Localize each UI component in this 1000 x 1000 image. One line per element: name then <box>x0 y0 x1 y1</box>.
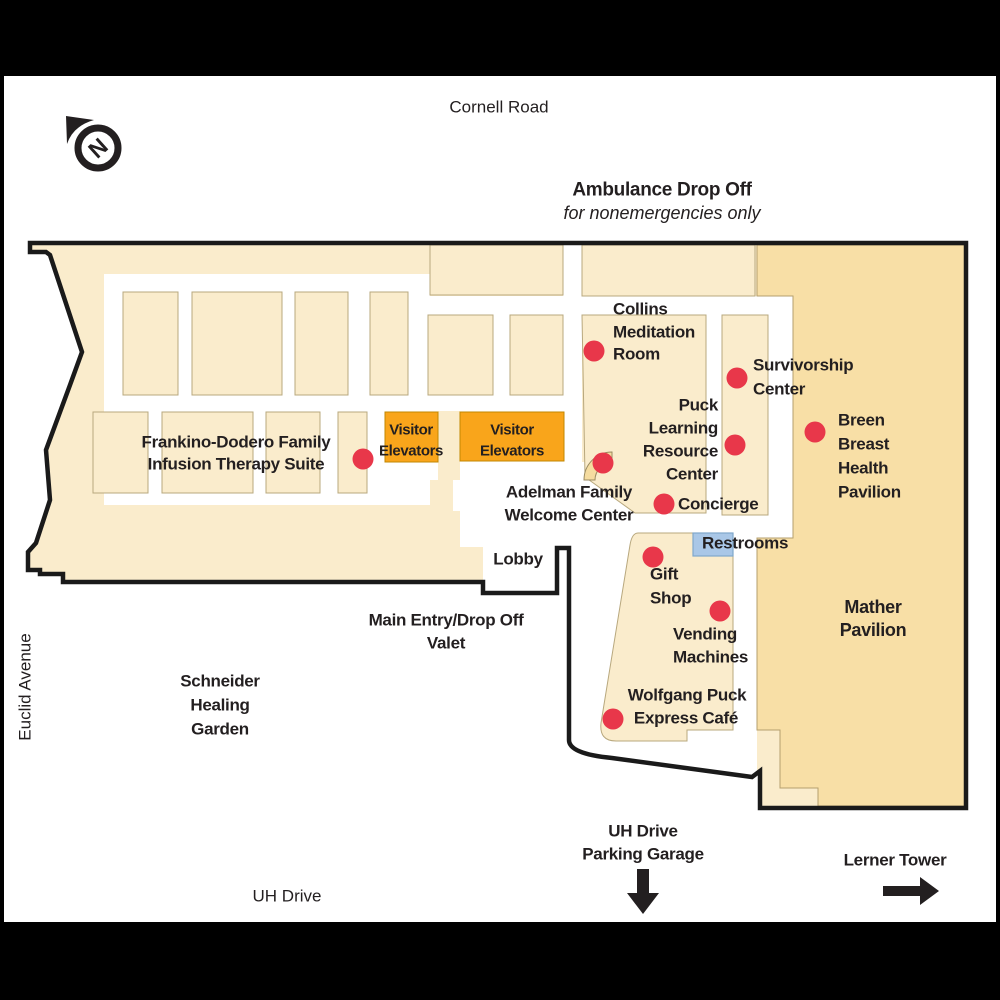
building-outline <box>25 240 969 811</box>
visitor-elevators-1-label: Elevators <box>379 442 443 460</box>
frankino-label: Frankino-Dodero Family <box>141 432 331 452</box>
visitor-elevators-2-label: Visitor <box>490 421 534 439</box>
puck-learning-label: Resource <box>642 441 718 461</box>
marker-collins <box>583 340 605 362</box>
collins-label: Meditation <box>613 322 695 342</box>
breen-label: Pavilion <box>838 482 901 502</box>
main-entry-label: Main Entry/Drop Off <box>368 610 524 630</box>
breen-label: Health <box>838 458 889 478</box>
road-label-uh-drive: UH Drive <box>252 886 322 906</box>
gift-shop-label: Gift <box>650 564 679 584</box>
visitor-elevators-1-box <box>384 411 439 463</box>
visitor-elevators-2-box <box>459 411 565 462</box>
elevator-connector <box>438 411 460 480</box>
ambulance-dropoff-label: Ambulance Drop Off <box>572 179 752 201</box>
breen-label: Breast <box>838 434 890 454</box>
mather-label: Pavilion <box>839 620 907 640</box>
schneider-label: Healing <box>190 695 250 715</box>
adelman-label: Welcome Center <box>504 505 634 525</box>
location-markers <box>352 340 826 730</box>
wolfgang-puck-label: Express Café <box>633 708 739 728</box>
marker-gift-shop <box>642 546 664 568</box>
parking-garage-label: UH Drive <box>608 821 678 841</box>
visitor-elevators-1-label: Visitor <box>389 421 433 439</box>
wolfgang-puck-label: Wolfgang Puck <box>627 685 747 705</box>
marker-concierge <box>653 493 675 515</box>
visitor-elevators-2-label: Elevators <box>480 442 544 460</box>
collins-label: Collins <box>613 299 668 319</box>
restrooms-box <box>692 532 734 557</box>
main-entry-label: Valet <box>426 633 466 653</box>
mather-label: Mather <box>844 597 902 617</box>
survivorship-label: Survivorship <box>753 355 854 375</box>
marker-puck-learning <box>724 434 746 456</box>
puck-learning-label: Puck <box>678 395 719 415</box>
collins-label: Room <box>613 344 660 364</box>
puck-learning-label: Center <box>665 464 718 484</box>
lerner-tower-arrow-right-icon <box>883 877 939 905</box>
vending-label: Vending <box>673 624 738 644</box>
restrooms-label: Restrooms <box>702 533 789 553</box>
gift-shop-label: Shop <box>650 588 692 608</box>
marker-breen <box>804 421 826 443</box>
schneider-label: Schneider <box>180 671 260 691</box>
road-label-cornell: Cornell Road <box>449 97 549 117</box>
marker-survivorship <box>726 367 748 389</box>
marker-welcome-center <box>592 452 614 474</box>
lobby-label: Lobby <box>493 549 543 569</box>
survivorship-label: Center <box>753 379 806 399</box>
north-compass-icon: N <box>66 116 122 172</box>
breen-label: Breen <box>838 410 885 430</box>
marker-frankino <box>352 448 374 470</box>
concierge-label: Concierge <box>678 494 759 514</box>
ambulance-dropoff-note: for nonemergencies only <box>563 203 761 223</box>
marker-cafe <box>602 708 624 730</box>
road-label-euclid: Euclid Avenue <box>15 633 35 741</box>
vending-label: Machines <box>673 647 749 667</box>
schneider-label: Garden <box>191 719 249 739</box>
parking-garage-label: Parking Garage <box>582 844 704 864</box>
puck-learning-label: Learning <box>648 418 719 438</box>
lerner-tower-label: Lerner Tower <box>843 850 947 870</box>
marker-vending <box>709 600 731 622</box>
adelman-label: Adelman Family <box>505 482 633 502</box>
frankino-label: Infusion Therapy Suite <box>147 454 325 474</box>
parking-garage-arrow-down-icon <box>627 869 659 914</box>
